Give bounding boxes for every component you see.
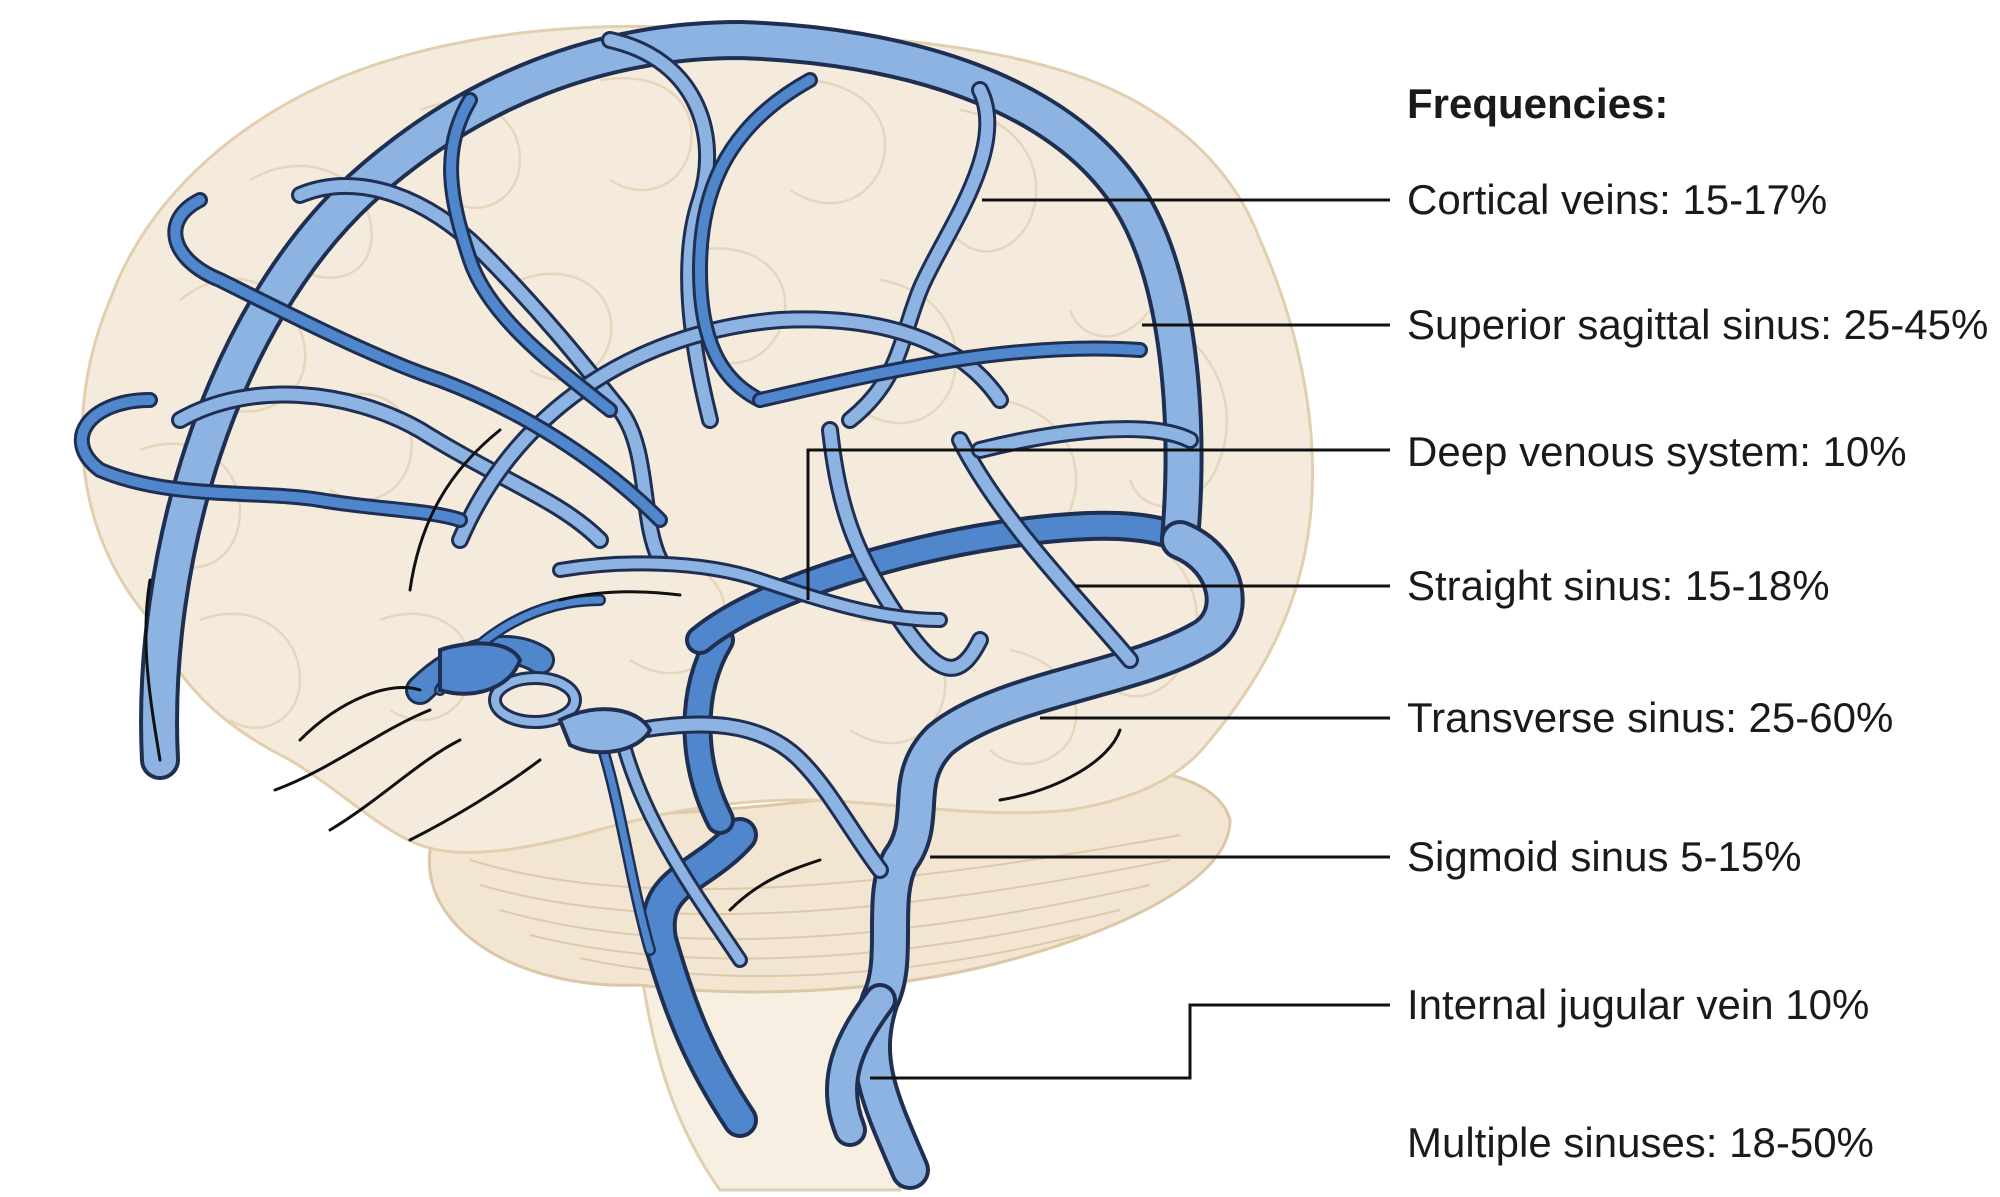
cerebrum [80,24,1315,854]
label-deep-venous-system: Deep venous system: 10% [1407,428,1907,475]
label-cortical-veins: Cortical veins: 15-17% [1407,176,1827,223]
vein-tails [144,428,1122,912]
legend-title: Frequencies: [1407,80,1668,127]
leader-deep-venous-system [806,448,1390,600]
label-transverse-sinus: Transverse sinus: 25-60% [1407,694,1893,741]
cerebellum-folia [469,834,1181,978]
leader-internal-jugular-vein [870,1003,1390,1080]
dark-cortical-branches [73,72,1148,528]
label-sigmoid-sinus: Sigmoid sinus 5-15% [1407,833,1802,880]
cavernous-sinus [438,641,653,755]
internal-jugular-light [825,983,897,1147]
leader-lines [806,198,1390,1080]
frequency-legend: Frequencies: Cortical veins: 15-17% Supe… [1407,80,1988,1166]
label-straight-sinus: Straight sinus: 15-18% [1407,562,1830,609]
label-internal-jugular-vein: Internal jugular vein 10% [1407,981,1869,1028]
label-multiple-sinuses: Multiple sinuses: 18-50% [1407,1119,1874,1166]
label-superior-sagittal-sinus: Superior sagittal sinus: 25-45% [1407,301,1988,348]
cortical-veins [171,31,1199,968]
